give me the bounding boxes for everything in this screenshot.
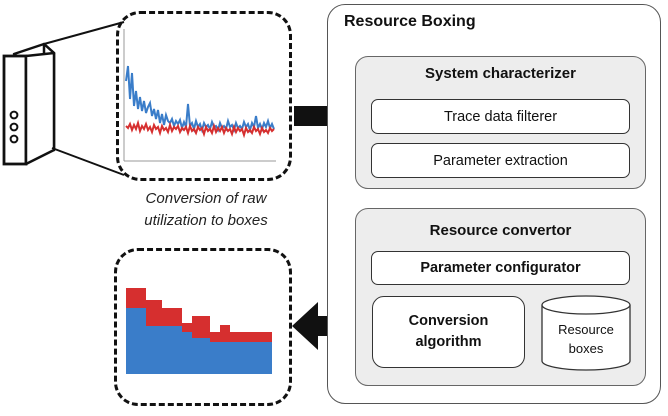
conversion-algorithm-box: Conversion algorithm [372,296,525,368]
conversion-algorithm-line-2: algorithm [415,334,482,350]
raw-trace-frame [116,11,292,181]
blue-box-layer [126,308,272,374]
trace-data-filterer-box: Trace data filterer [371,99,630,134]
arrow-left-icon [292,302,354,350]
system-characterizer-title: System characterizer [425,65,576,82]
resource-convertor-title: Resource convertor [429,222,572,239]
resource-boxes-label: Resource boxes [540,320,632,358]
conversion-caption: Conversion of raw utilization to boxes [116,188,296,232]
conversion-algorithm-line-1: Conversion [408,313,489,329]
blue-trace-line [125,65,275,134]
database-icon [541,295,631,371]
connector-lines [43,21,125,176]
parameter-extraction-box: Parameter extraction [371,143,630,178]
raw-trace-plot [123,29,276,162]
boxed-trace-plot [126,288,272,374]
caption-line-1: Conversion of raw [145,190,267,207]
parameter-extraction-label: Parameter extraction [433,152,568,169]
red-trace-line [125,119,275,139]
resource-boxes-line-1: Resource [558,322,614,337]
server-icon [2,42,56,166]
parameter-configurator-box: Parameter configurator [371,251,630,285]
parameter-configurator-label: Parameter configurator [420,260,581,276]
caption-line-2: utilization to boxes [144,212,268,229]
resource-boxes-line-2: boxes [568,341,604,356]
resource-boxing-title: Resource Boxing [344,13,476,30]
trace-data-filterer-label: Trace data filterer [443,108,558,125]
boxed-trace-frame [114,248,292,406]
